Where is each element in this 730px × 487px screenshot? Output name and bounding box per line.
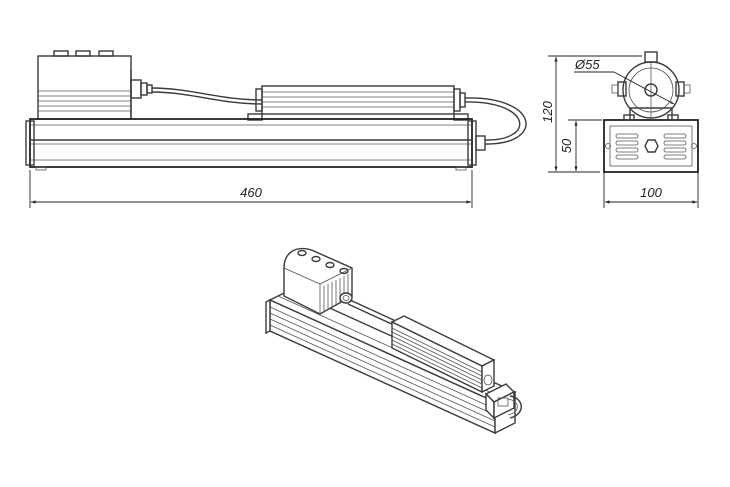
dimension-height: 120 xyxy=(540,55,642,173)
cable-gland xyxy=(130,79,153,99)
dimension-width: 100 xyxy=(603,172,699,208)
end-view-bracket xyxy=(611,51,691,120)
lamp-body xyxy=(25,118,486,171)
end-view: Ø55 120 50 100 xyxy=(540,51,699,208)
isometric-view xyxy=(265,247,522,435)
dimension-label-height: 120 xyxy=(540,100,555,122)
dimension-label-width: 100 xyxy=(640,185,662,200)
iso-driver-unit xyxy=(390,315,496,394)
iso-control-box xyxy=(283,247,353,315)
dimension-label-base-height: 50 xyxy=(559,138,574,153)
side-view: 460 xyxy=(25,50,527,208)
dimension-base-height: 50 xyxy=(559,119,602,171)
dimension-diameter: Ø55 xyxy=(574,57,675,105)
dimension-label-diameter: Ø55 xyxy=(574,57,600,72)
control-box xyxy=(37,50,132,120)
iso-end-connector xyxy=(484,383,522,420)
driver-unit xyxy=(247,85,469,121)
dimension-label-length: 460 xyxy=(240,185,262,200)
end-view-base xyxy=(603,114,699,173)
dimension-length: 460 xyxy=(29,170,473,208)
